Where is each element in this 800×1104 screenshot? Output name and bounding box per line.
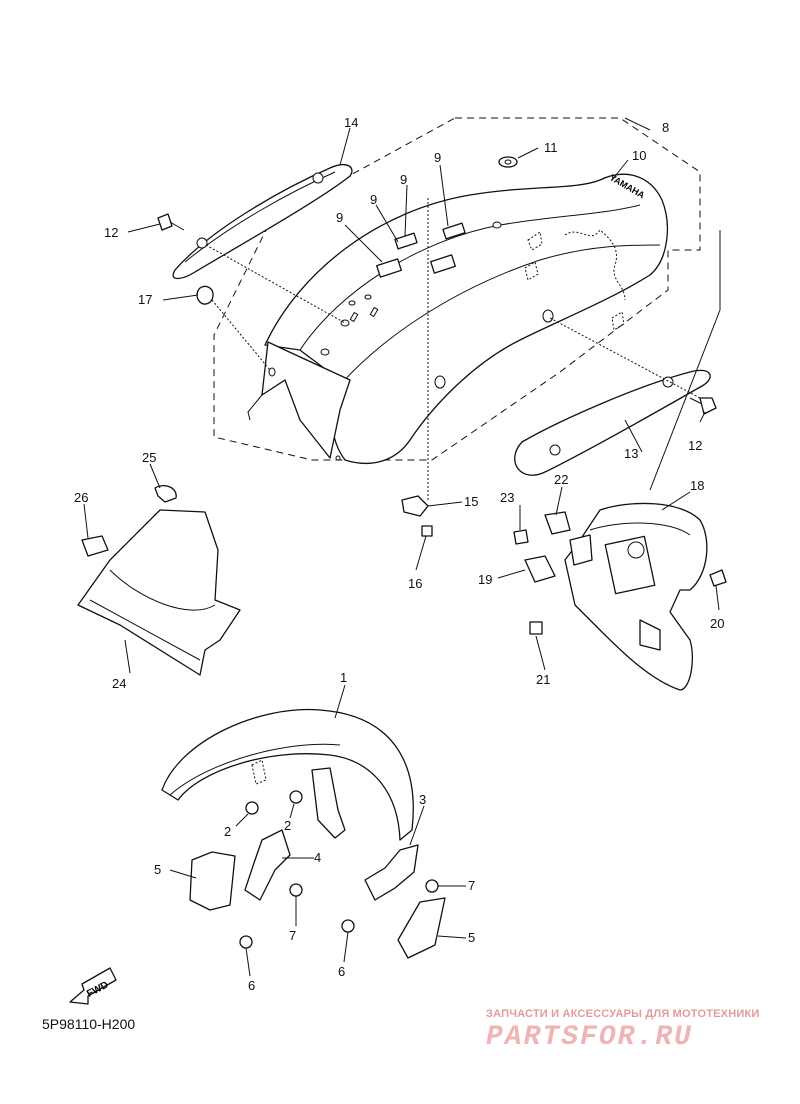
callout-7: 7 bbox=[468, 878, 475, 893]
callout-25: 25 bbox=[142, 450, 156, 465]
callout-8: 8 bbox=[662, 120, 669, 135]
right-side-cover bbox=[514, 369, 711, 476]
watermark-tagline: ЗАПЧАСТИ И АКСЕССУАРЫ ДЛЯ МОТОТЕХНИКИ bbox=[486, 1008, 760, 1020]
grommet-part bbox=[196, 285, 214, 305]
callout-16: 16 bbox=[408, 576, 422, 591]
left-side-cover bbox=[172, 164, 353, 280]
clip-part bbox=[401, 495, 429, 517]
bolt-2-right bbox=[289, 790, 303, 804]
callout-21: 21 bbox=[536, 672, 550, 687]
nut-6-left bbox=[239, 935, 253, 949]
fwd-arrow-icon: FWD bbox=[69, 967, 117, 1005]
inner-fender bbox=[77, 509, 241, 676]
rear-fender-assembly-boundary bbox=[213, 117, 701, 461]
bracket-3 bbox=[364, 844, 419, 901]
bracket-19 bbox=[524, 555, 556, 583]
bolt-12-left bbox=[157, 213, 185, 231]
callout-23: 23 bbox=[500, 490, 514, 505]
fender-decals bbox=[376, 222, 466, 278]
reflector-left bbox=[189, 851, 236, 911]
callout-5: 5 bbox=[468, 930, 475, 945]
front-fender bbox=[161, 708, 414, 841]
callout-13: 13 bbox=[624, 446, 638, 461]
callout-1: 1 bbox=[340, 670, 347, 685]
callout-22: 22 bbox=[554, 472, 568, 487]
screw-7-left bbox=[289, 883, 303, 897]
callout-18: 18 bbox=[690, 478, 704, 493]
callout-20: 20 bbox=[710, 616, 724, 631]
watermark: ЗАПЧАСТИ И АКСЕССУАРЫ ДЛЯ МОТОТЕХНИКИ PA… bbox=[486, 1008, 786, 1053]
leader-lines bbox=[83, 117, 721, 977]
clamp-22 bbox=[544, 511, 571, 535]
callout-9: 9 bbox=[400, 172, 407, 187]
bolt-2-left bbox=[245, 801, 259, 815]
watermark-logo: PARTSFOR.RU bbox=[486, 1022, 693, 1053]
callout-2: 2 bbox=[284, 818, 291, 833]
callout-9: 9 bbox=[434, 150, 441, 165]
callout-2: 2 bbox=[224, 824, 231, 839]
fastener-25 bbox=[154, 484, 177, 503]
stay-center bbox=[311, 767, 346, 839]
reflector-right bbox=[397, 897, 446, 959]
callout-14: 14 bbox=[344, 115, 358, 130]
callout-24: 24 bbox=[112, 676, 126, 691]
bolt-12-right bbox=[689, 397, 717, 415]
callout-6: 6 bbox=[248, 978, 255, 993]
callout-11: 11 bbox=[544, 140, 558, 155]
callout-9: 9 bbox=[336, 210, 343, 225]
callout-17: 17 bbox=[138, 292, 152, 307]
callout-5: 5 bbox=[154, 862, 161, 877]
callout-19: 19 bbox=[478, 572, 492, 587]
callout-10: 10 bbox=[632, 148, 646, 163]
bolt-20 bbox=[709, 569, 727, 587]
callout-15: 15 bbox=[464, 494, 478, 509]
callout-labels: 1 2 2 3 4 5 5 6 6 7 7 8 9 9 9 9 10 11 12… bbox=[74, 115, 724, 993]
nut-6-right bbox=[341, 919, 355, 933]
callout-9: 9 bbox=[370, 192, 377, 207]
clip-26 bbox=[81, 535, 109, 557]
bracket-4 bbox=[244, 829, 291, 901]
callout-4: 4 bbox=[314, 850, 321, 865]
diagram-code: 5P98110-H200 bbox=[42, 1016, 136, 1032]
callout-3: 3 bbox=[419, 792, 426, 807]
callout-12: 12 bbox=[104, 225, 118, 240]
screw-16 bbox=[421, 525, 433, 537]
rear-fender: YAMAHA bbox=[247, 172, 668, 464]
screw-23 bbox=[513, 529, 529, 545]
callout-6: 6 bbox=[338, 964, 345, 979]
callout-12: 12 bbox=[688, 438, 702, 453]
callout-7: 7 bbox=[289, 928, 296, 943]
screw-7-right bbox=[425, 879, 439, 893]
tail-light-bracket bbox=[564, 502, 708, 691]
callout-26: 26 bbox=[74, 490, 88, 505]
bolt-21 bbox=[529, 621, 543, 635]
